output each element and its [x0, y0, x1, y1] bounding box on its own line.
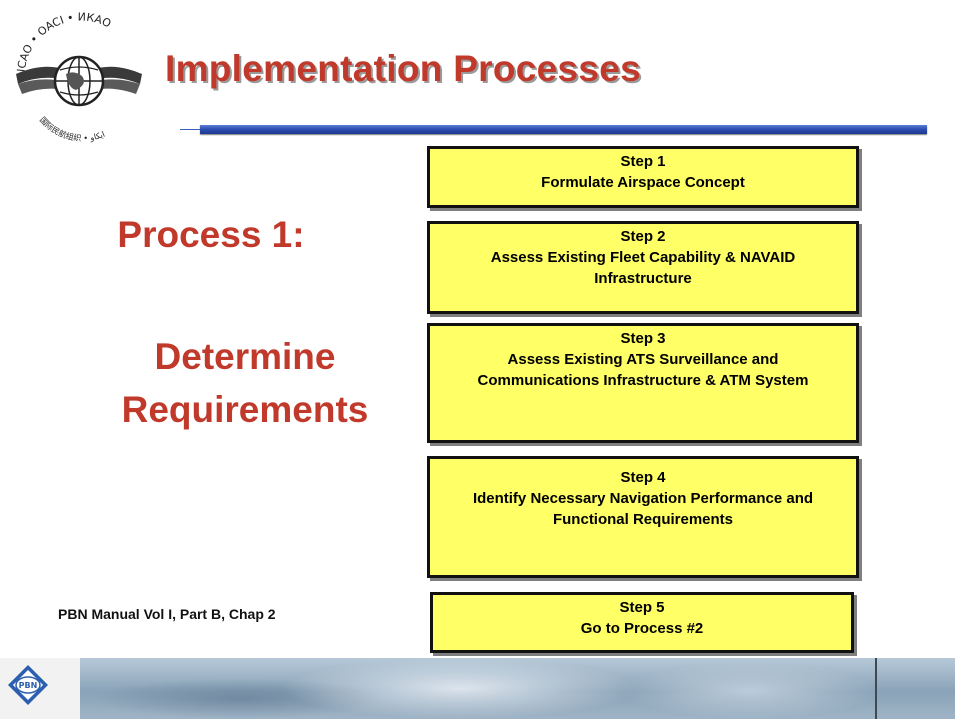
- footer-banner: [0, 658, 955, 719]
- step-5-label: Step 5: [619, 599, 665, 616]
- step-1-box: Step 1 Formulate Airspace Concept: [427, 146, 859, 208]
- step-2-text-line-2: Infrastructure: [594, 270, 692, 287]
- reference-note: PBN Manual Vol I, Part B, Chap 2: [58, 606, 276, 622]
- step-5-box: Step 5 Go to Process #2: [430, 592, 854, 653]
- pbn-badge-icon: PBN: [6, 663, 50, 707]
- determine-line-2: Requirements: [121, 389, 369, 430]
- step-3-text-line-2: Communications Infrastructure & ATM Syst…: [477, 372, 809, 389]
- page-title: Implementation Processes: [165, 48, 642, 89]
- step-4-text-line-2: Functional Requirements: [552, 511, 734, 528]
- step-4-box: Step 4 Identify Necessary Navigation Per…: [427, 456, 859, 578]
- step-3-box: Step 3 Assess Existing ATS Surveillance …: [427, 323, 859, 443]
- icao-emblem-icon: ICAO • OACI • ИКАО 国际民航组织 • ايكاو: [4, 4, 154, 154]
- step-2-box: Step 2 Assess Existing Fleet Capability …: [427, 221, 859, 314]
- logo-ring-text-lower: 国际民航组织 • ايكاو: [38, 115, 106, 143]
- step-4-text-line-1: Identify Necessary Navigation Performanc…: [472, 490, 814, 507]
- step-1-text: Formulate Airspace Concept: [541, 174, 745, 191]
- footer-divider: [875, 658, 877, 719]
- step-2-text-line-1: Assess Existing Fleet Capability & NAVAI…: [490, 249, 796, 266]
- svg-text:国际民航组织 • ايكاو: 国际民航组织 • ايكاو: [38, 115, 106, 143]
- determine-line-1: Determine: [154, 336, 336, 377]
- title-rule: [200, 125, 927, 134]
- determine-requirements-heading: Determine Requirements: [60, 330, 430, 436]
- step-3-label: Step 3: [620, 330, 666, 347]
- step-4-label: Step 4: [620, 469, 666, 486]
- step-5-text: Go to Process #2: [580, 620, 704, 637]
- pbn-badge-text: PBN: [19, 681, 38, 690]
- step-2-label: Step 2: [620, 228, 666, 245]
- step-1-label: Step 1: [620, 153, 666, 170]
- title-rule-lead: [180, 129, 202, 130]
- step-3-text-line-1: Assess Existing ATS Surveillance and: [507, 351, 779, 368]
- process-heading: Process 1:: [117, 214, 305, 255]
